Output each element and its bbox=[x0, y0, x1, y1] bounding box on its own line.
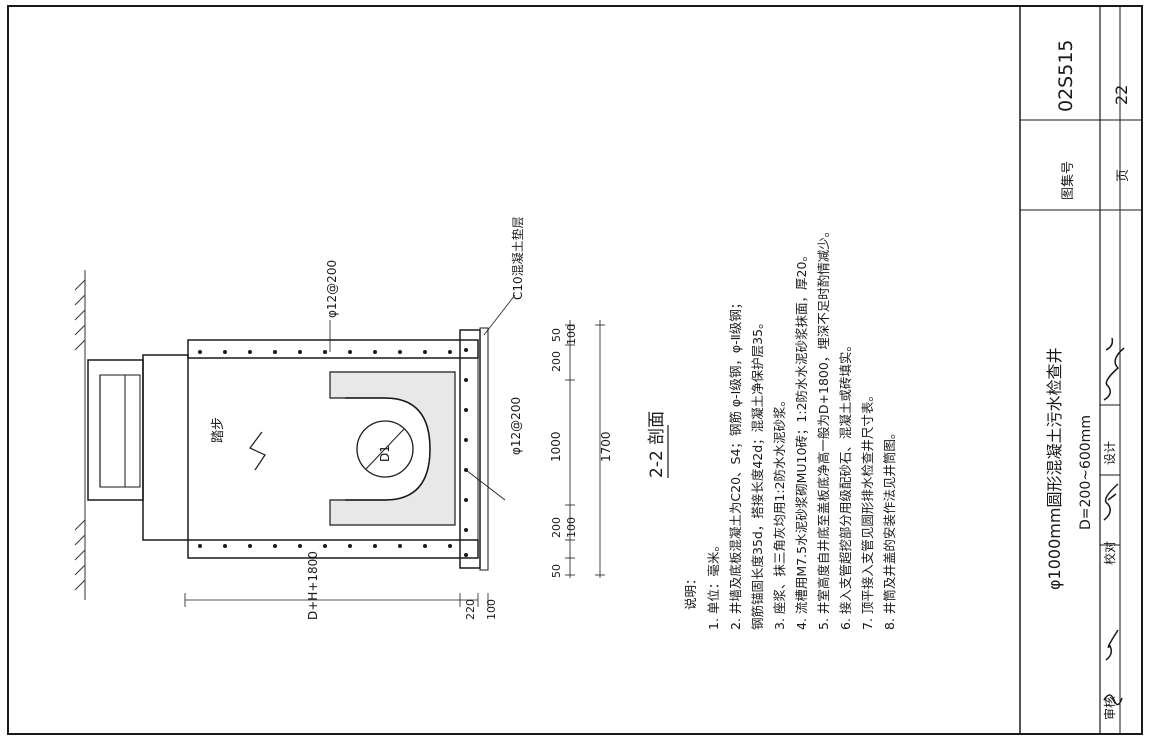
atlas-label: 图集号 bbox=[1060, 161, 1076, 200]
break-mark bbox=[249, 431, 266, 471]
rebar-label-mid: φ12@200 bbox=[509, 397, 523, 455]
cushion-layer bbox=[479, 327, 489, 571]
note-item: 8. 井筒及井盖的安装作法见井筒图。 bbox=[882, 427, 897, 630]
note-item: 1. 单位：毫米。 bbox=[706, 539, 721, 630]
rebar-dots bbox=[198, 348, 468, 557]
chamber-walls bbox=[187, 339, 479, 559]
checker-signature bbox=[1103, 483, 1119, 521]
pipe-label: D1 bbox=[378, 445, 392, 462]
design-label: 设计 bbox=[1103, 441, 1117, 465]
manhole-neck bbox=[87, 359, 144, 501]
cover-slab bbox=[142, 354, 189, 541]
dim-220-label: 220 bbox=[464, 599, 477, 620]
atlas-number: 02S515 bbox=[1055, 39, 1077, 112]
section-title: 2-2 剖面 bbox=[647, 411, 667, 478]
rebar-label-top: φ12@200 bbox=[325, 260, 339, 318]
review-label: 审核 bbox=[1102, 696, 1117, 720]
note-item: 5. 井室高度自井底至盖板底净高一般为D+1800，埋深不足时酌情减少。 bbox=[816, 225, 831, 630]
dim-width bbox=[565, 320, 605, 578]
dim-100-left-label: 100 bbox=[485, 599, 498, 620]
dim-1700: 1700 bbox=[599, 431, 613, 462]
note-item: 4. 流槽用M7.5水泥砂浆砌MU10砖；1:2防水水泥砂浆抹面，厚20。 bbox=[794, 249, 809, 630]
dim-50-a: 50 bbox=[550, 328, 563, 342]
dim-1000: 1000 bbox=[549, 431, 563, 462]
dim-200-b: 200 bbox=[550, 517, 563, 538]
page-label: 页 bbox=[1116, 169, 1131, 182]
drawing-subtitle: D=200~600mm bbox=[1078, 415, 1094, 530]
ladder-label: 踏步 bbox=[211, 417, 226, 443]
reviewer-signature bbox=[1103, 629, 1123, 706]
drawing-title: φ1000mm圆形混凝土污水检查井 bbox=[1045, 348, 1064, 590]
sheet-border bbox=[7, 5, 1143, 735]
page-number: 22 bbox=[1112, 85, 1131, 105]
section-drawing: D1 踏步 φ12@200 φ12@200 C10混凝土垫层 bbox=[74, 216, 669, 620]
note-item: 3. 座浆、抹三角灰均用1:2防水水泥砂浆。 bbox=[772, 394, 787, 630]
dim-100-b: 100 bbox=[565, 517, 578, 538]
title-block: 02S515 22 图集号 页 φ1000mm圆形混凝土污水检查井 D=200~… bbox=[1019, 5, 1143, 735]
designer-signature bbox=[1103, 337, 1125, 401]
cushion-label: C10混凝土垫层 bbox=[510, 216, 525, 300]
ground-hatch bbox=[74, 270, 86, 600]
dim-100-a: 100 bbox=[565, 324, 578, 345]
base-slab bbox=[459, 329, 481, 569]
benching bbox=[329, 371, 456, 526]
dim-height bbox=[184, 593, 489, 607]
note-item: 6. 接入支管超挖部分用级配砂石、混凝土或砖填实。 bbox=[838, 339, 853, 630]
notes-block: 说明： 1. 单位：毫米。 2. 井墙及底板混凝土为C20、S4；钢筋 φ-Ⅰ级… bbox=[683, 225, 897, 630]
notes-heading: 说明： bbox=[683, 572, 698, 610]
dim-50-b: 50 bbox=[550, 564, 563, 578]
check-label: 校对 bbox=[1102, 541, 1117, 565]
note-item: 2. 井墙及底板混凝土为C20、S4；钢筋 φ-Ⅰ级钢，φ-Ⅱ级钢； bbox=[728, 297, 743, 630]
note-item: 钢筋锚固长度35d，搭接长度42d；混凝土净保护层35。 bbox=[750, 316, 765, 630]
dim-height-label: D+H+1800 bbox=[306, 551, 320, 620]
note-item: 7. 顶平接入支管见圆形排水检查井尺寸表。 bbox=[860, 389, 875, 630]
dim-200-a: 200 bbox=[550, 351, 563, 372]
pipe-diameter-line bbox=[365, 428, 405, 470]
